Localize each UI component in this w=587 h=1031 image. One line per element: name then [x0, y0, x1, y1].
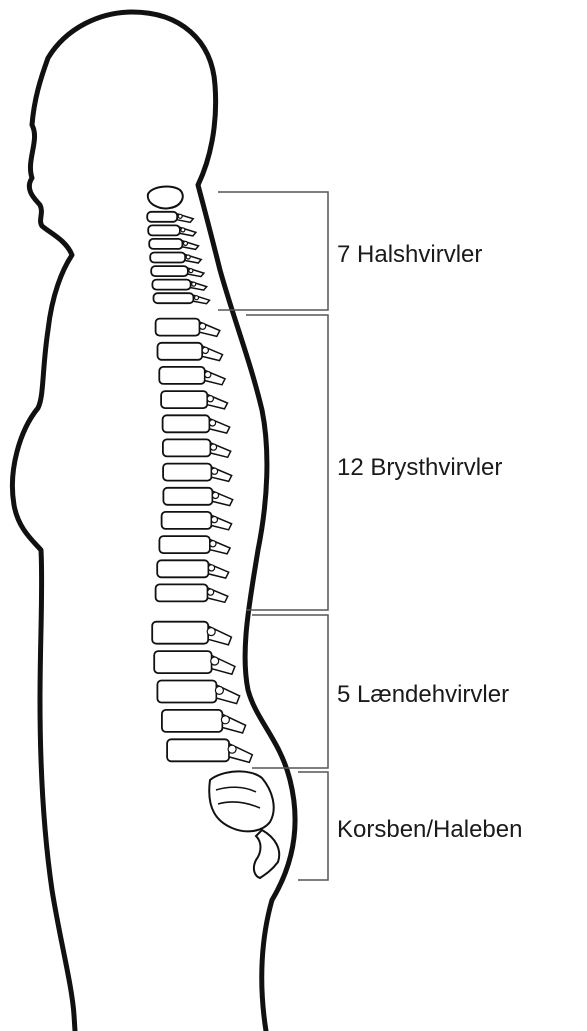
thoracic-vertebra-6	[163, 439, 211, 456]
lumbar-facet-4	[221, 716, 229, 724]
thoracic-facet-7	[211, 468, 217, 474]
bracket-thoracic	[246, 315, 328, 610]
thoracic-facet-4	[207, 396, 213, 402]
lumbar-vertebra-2	[154, 651, 212, 673]
cervical-facet-2	[181, 228, 185, 232]
bracket-sacrum	[298, 772, 328, 880]
coccyx	[254, 830, 279, 878]
thoracic-vertebra-7	[163, 464, 211, 481]
thoracic-facet-10	[210, 541, 216, 547]
thoracic-facet-5	[209, 420, 215, 426]
atlas-vertebra	[148, 187, 183, 209]
thoracic-vertebra-3	[159, 367, 205, 384]
bracket-cervical	[218, 192, 328, 310]
lumbar-facet-1	[207, 628, 215, 636]
thoracic-facet-12	[208, 589, 214, 595]
cervical-facet-6	[192, 282, 196, 286]
lumbar-vertebra-5	[167, 739, 229, 761]
thoracic-vertebra-11	[157, 560, 208, 577]
cervical-facet-3	[184, 241, 188, 245]
lumbar-facet-3	[215, 686, 223, 694]
bracket-lumbar	[252, 615, 328, 768]
label-thoracic: 12 Brysthvirvler	[337, 456, 502, 480]
vertebrae	[147, 212, 252, 763]
thoracic-vertebra-10	[159, 536, 210, 553]
thoracic-vertebra-12	[156, 584, 208, 601]
cervical-facet-5	[189, 269, 193, 273]
thoracic-vertebra-8	[163, 488, 212, 505]
cervical-facet-4	[186, 255, 190, 259]
thoracic-vertebra-9	[162, 512, 212, 529]
thoracic-facet-9	[211, 517, 217, 523]
label-lumbar: 5 Lændehvirvler	[337, 683, 509, 707]
thoracic-facet-1	[200, 323, 206, 329]
cervical-vertebra-7	[154, 293, 194, 303]
thoracic-facet-11	[208, 565, 214, 571]
body-silhouette	[12, 12, 295, 1031]
lumbar-vertebra-1	[152, 622, 208, 644]
cervical-vertebra-4	[150, 253, 185, 263]
cervical-vertebra-1	[147, 212, 177, 222]
cervical-vertebra-5	[151, 266, 188, 276]
cervical-vertebra-6	[152, 280, 190, 290]
lumbar-vertebra-4	[162, 710, 223, 732]
thoracic-facet-6	[210, 444, 216, 450]
label-sacrum-coccyx: Korsben/Haleben	[337, 818, 522, 842]
cervical-facet-7	[195, 296, 199, 300]
lumbar-vertebra-3	[157, 681, 216, 703]
thoracic-vertebra-2	[158, 343, 203, 360]
thoracic-facet-8	[212, 492, 218, 498]
cervical-vertebra-2	[148, 225, 180, 235]
sacrum	[209, 771, 273, 831]
lumbar-facet-5	[228, 745, 236, 753]
cervical-vertebra-3	[149, 239, 182, 249]
thoracic-vertebra-4	[161, 391, 207, 408]
lumbar-facet-2	[211, 657, 219, 665]
label-cervical: 7 Halshvirvler	[337, 243, 482, 267]
thoracic-facet-3	[205, 372, 211, 378]
thoracic-facet-2	[202, 347, 208, 353]
cervical-facet-1	[178, 214, 182, 218]
thoracic-vertebra-5	[163, 415, 210, 432]
thoracic-vertebra-1	[156, 319, 200, 336]
